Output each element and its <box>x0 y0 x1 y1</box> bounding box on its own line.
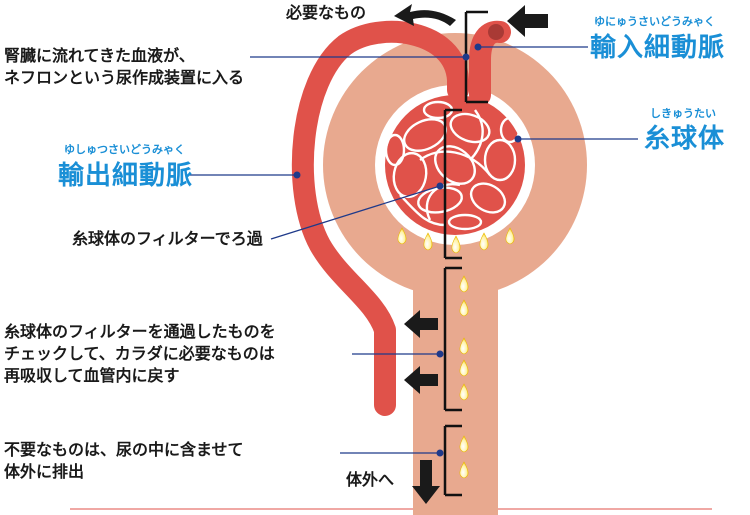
ruby-efferent: ゆしゅつさいどうみゃく <box>64 143 185 156</box>
term-glomerulus: 糸球体 <box>644 124 726 154</box>
efferent-arteriole-shape <box>291 20 469 416</box>
droplets <box>397 227 515 479</box>
label-inflow-1: 腎臓に流れてきた血液が、 <box>4 46 195 65</box>
label-reabsorb-2: チェックして、カラダに必要なものは <box>4 344 275 363</box>
label-outflow: 体外へ <box>346 470 395 489</box>
afferent-inlet <box>488 24 504 40</box>
label-reabsorb-3: 再吸収して血管内に戻す <box>4 366 180 385</box>
leader-lines <box>190 46 638 454</box>
term-efferent: 輸出細動脈 <box>58 161 194 191</box>
term-afferent: 輸入細動脈 <box>590 33 726 63</box>
ruby-afferent: ゆにゅうさいどうみゃく <box>594 15 715 28</box>
glomerulus-tangle <box>384 95 525 235</box>
label-filter: 糸球体のフィルターでろ過 <box>72 229 263 248</box>
label-reabsorb-1: 糸球体のフィルターを通過したものを <box>4 322 276 341</box>
label-top-arrow: 必要なもの <box>286 3 367 22</box>
label-excrete-2: 体外に排出 <box>4 462 85 481</box>
label-inflow-2: ネフロンという尿作成装置に入る <box>4 68 245 87</box>
leader-dots <box>293 43 522 457</box>
arrows <box>394 4 548 504</box>
ruby-glomerulus: しきゅうたい <box>650 107 716 120</box>
label-excrete-1: 不要なものは、尿の中に含ませて <box>4 440 244 459</box>
